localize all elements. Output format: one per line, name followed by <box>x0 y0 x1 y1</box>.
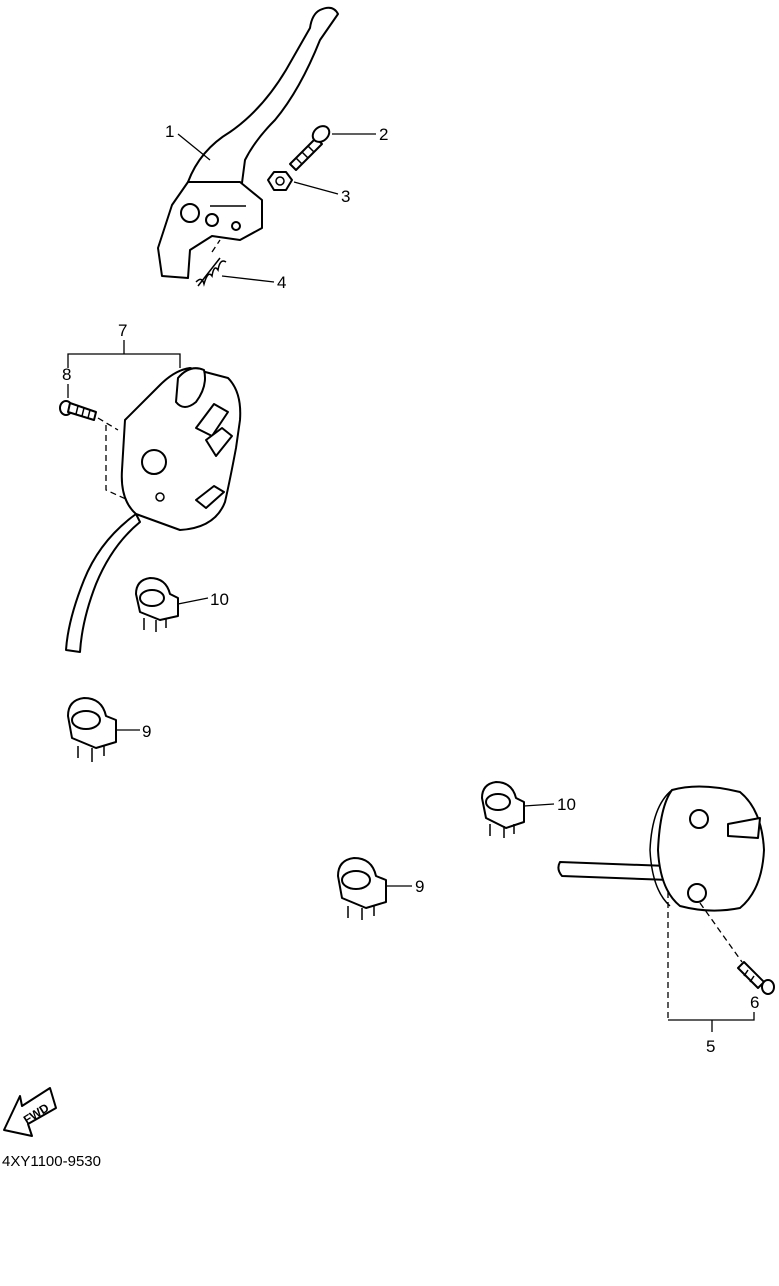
label-part-9-left: 9 <box>142 722 151 741</box>
clamp-upper-left <box>135 577 179 632</box>
label-part-6: 6 <box>750 993 759 1012</box>
lever-spring <box>195 239 227 287</box>
left-handlebar-switch <box>65 367 242 653</box>
label-part-10-upper: 10 <box>210 590 229 609</box>
label-part-7: 7 <box>118 321 127 340</box>
switch-screw <box>59 400 119 431</box>
clamp-right <box>481 781 525 838</box>
leader-lines <box>67 133 755 1032</box>
pivot-bolt <box>289 125 331 171</box>
diagram-code: 4XY1100-9530 <box>2 1153 101 1170</box>
right-switch-screw <box>699 902 775 995</box>
label-part-10-right: 10 <box>557 795 576 814</box>
clamp-middle <box>337 857 387 920</box>
forward-arrow-icon: FWD <box>3 1087 57 1137</box>
label-part-1: 1 <box>165 122 174 141</box>
right-handlebar-switch <box>557 785 765 1020</box>
label-part-4: 4 <box>277 273 286 292</box>
lever-nut <box>267 171 293 191</box>
label-part-5: 5 <box>706 1037 715 1056</box>
label-part-2: 2 <box>379 125 388 144</box>
clamp-left <box>67 697 117 762</box>
brake-lever <box>157 6 339 279</box>
label-part-8: 8 <box>62 365 71 384</box>
label-part-3: 3 <box>341 187 350 206</box>
label-part-9-middle: 9 <box>415 877 424 896</box>
